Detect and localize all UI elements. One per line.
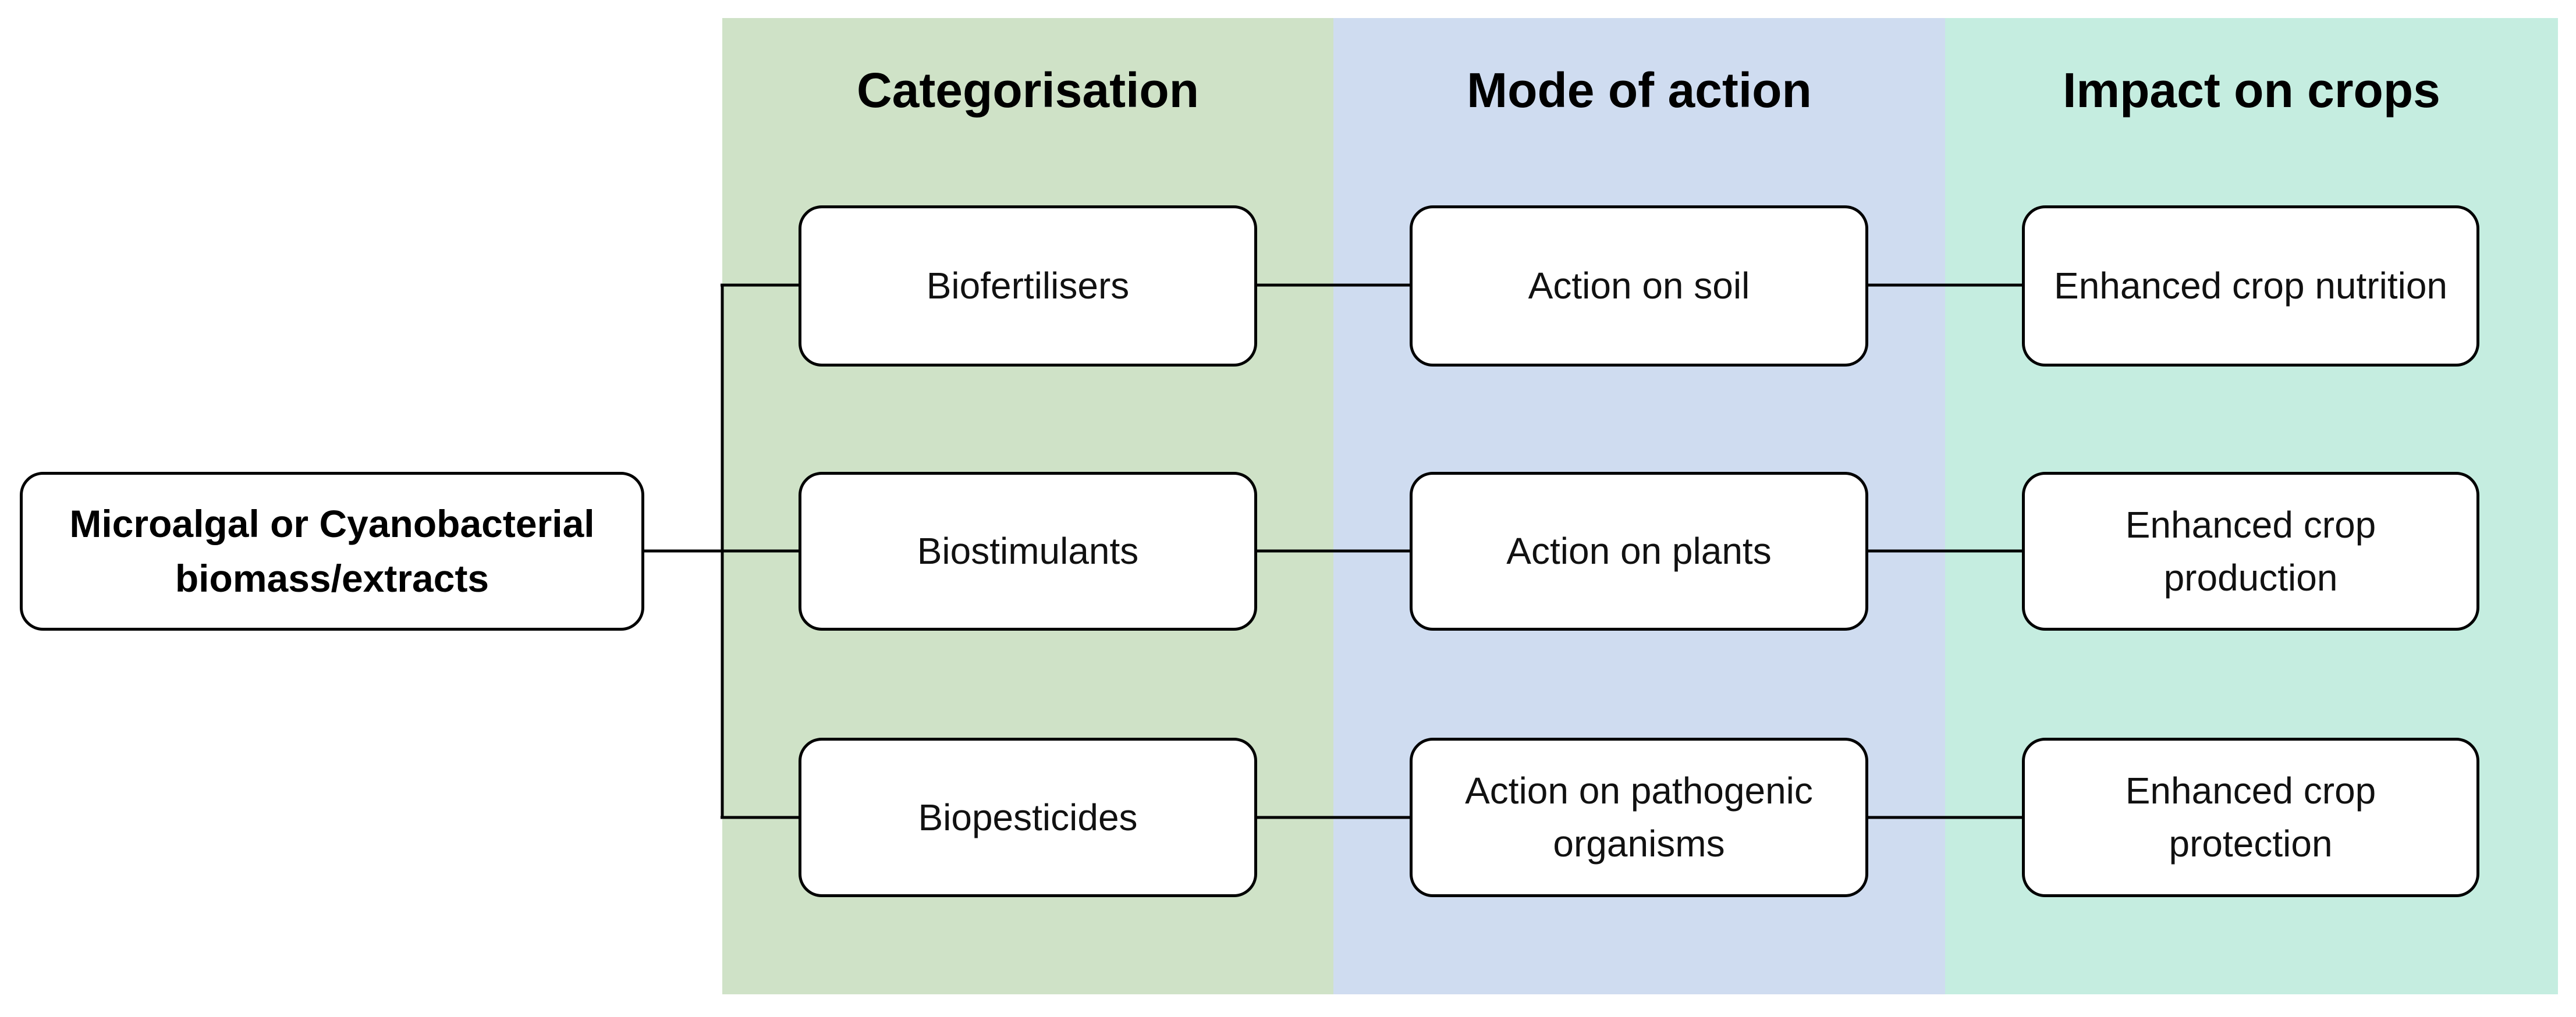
impact-on-crops-header: Impact on crops xyxy=(2063,62,2440,118)
action-on-plants-node: Action on plants xyxy=(1410,472,1868,631)
action-on-soil-node: Action on soil xyxy=(1410,205,1868,367)
crop-nutrition-node: Enhanced crop nutrition xyxy=(2022,205,2479,367)
mode-of-action-header: Mode of action xyxy=(1467,62,1812,118)
biofertilisers-node: Biofertilisers xyxy=(799,205,1257,367)
action-on-pathogens-node: Action on pathogenic organisms xyxy=(1410,738,1868,897)
biopesticides-node: Biopesticides xyxy=(799,738,1257,897)
crop-protection-node: Enhanced crop protection xyxy=(2022,738,2479,897)
crop-production-node: Enhanced crop production xyxy=(2022,472,2479,631)
source-node: Microalgal or Cyanobacterial biomass/ext… xyxy=(20,472,644,631)
categorisation-header: Categorisation xyxy=(856,62,1200,118)
biostimulants-node: Biostimulants xyxy=(799,472,1257,631)
